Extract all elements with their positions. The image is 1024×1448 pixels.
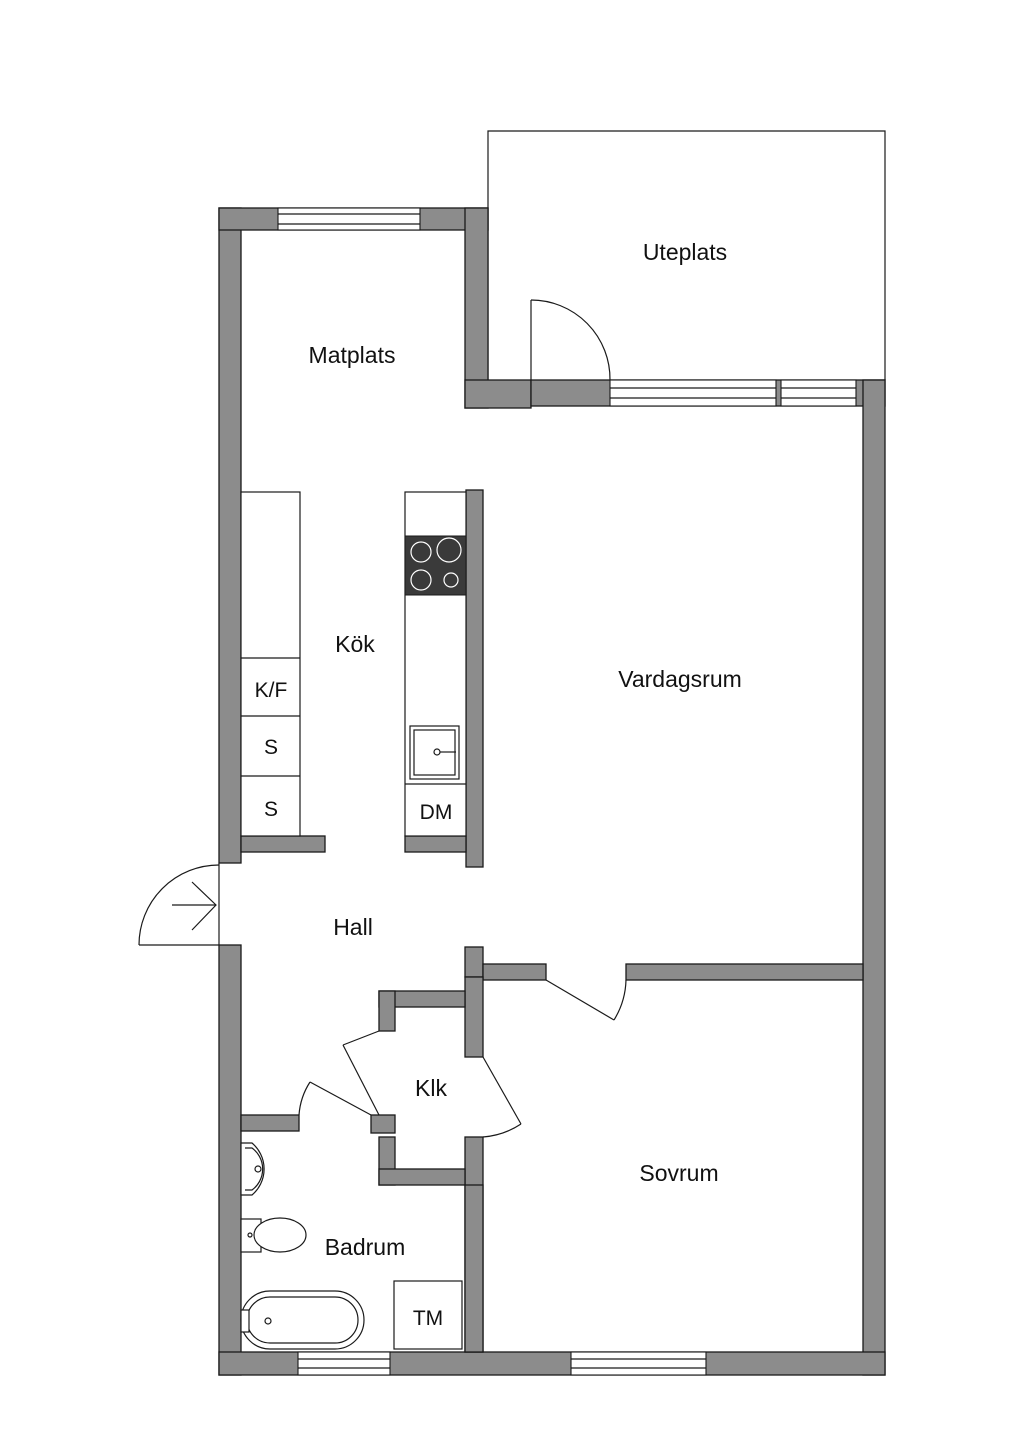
washbasin-icon <box>240 1142 265 1196</box>
room-label-uteplats: Uteplats <box>643 239 727 265</box>
room-label-kok: Kök <box>335 631 375 657</box>
door-closet-right <box>482 1056 522 1138</box>
window-living-left <box>609 379 777 407</box>
sink-icon <box>409 725 460 780</box>
door-entry <box>138 863 220 946</box>
storage-label-1: S <box>264 736 278 759</box>
room-label-vardagsrum: Vardagsrum <box>618 666 742 692</box>
doors <box>138 299 627 1138</box>
window-dining <box>277 207 421 231</box>
bathtub-icon <box>240 1290 365 1350</box>
window-bathroom <box>297 1351 391 1376</box>
door-bathroom <box>298 1081 372 1116</box>
exterior-walls <box>218 207 886 1376</box>
kitchen-left-counter <box>240 491 301 837</box>
interior-walls <box>240 489 864 1353</box>
fridge-freezer-label: K/F <box>255 679 288 702</box>
room-label-hall: Hall <box>333 914 373 940</box>
door-terrace <box>530 299 611 381</box>
entry-arrow-icon <box>172 881 217 931</box>
room-label-sovrum: Sovrum <box>639 1160 718 1186</box>
dishwasher-label: DM <box>420 801 453 824</box>
washing-machine-box <box>393 1280 463 1350</box>
window-bedroom <box>570 1351 707 1376</box>
room-label-matplats: Matplats <box>309 342 396 368</box>
windows <box>277 207 857 1376</box>
stove-icon <box>404 535 467 596</box>
window-living-right <box>780 379 857 407</box>
door-bedroom <box>545 979 627 1021</box>
room-label-klk: Klk <box>415 1075 447 1101</box>
storage-label-2: S <box>264 798 278 821</box>
washing-machine-label: TM <box>413 1307 443 1330</box>
door-closet-left <box>342 1030 380 1116</box>
room-label-badrum: Badrum <box>325 1234 406 1260</box>
toilet-icon <box>240 1217 307 1253</box>
